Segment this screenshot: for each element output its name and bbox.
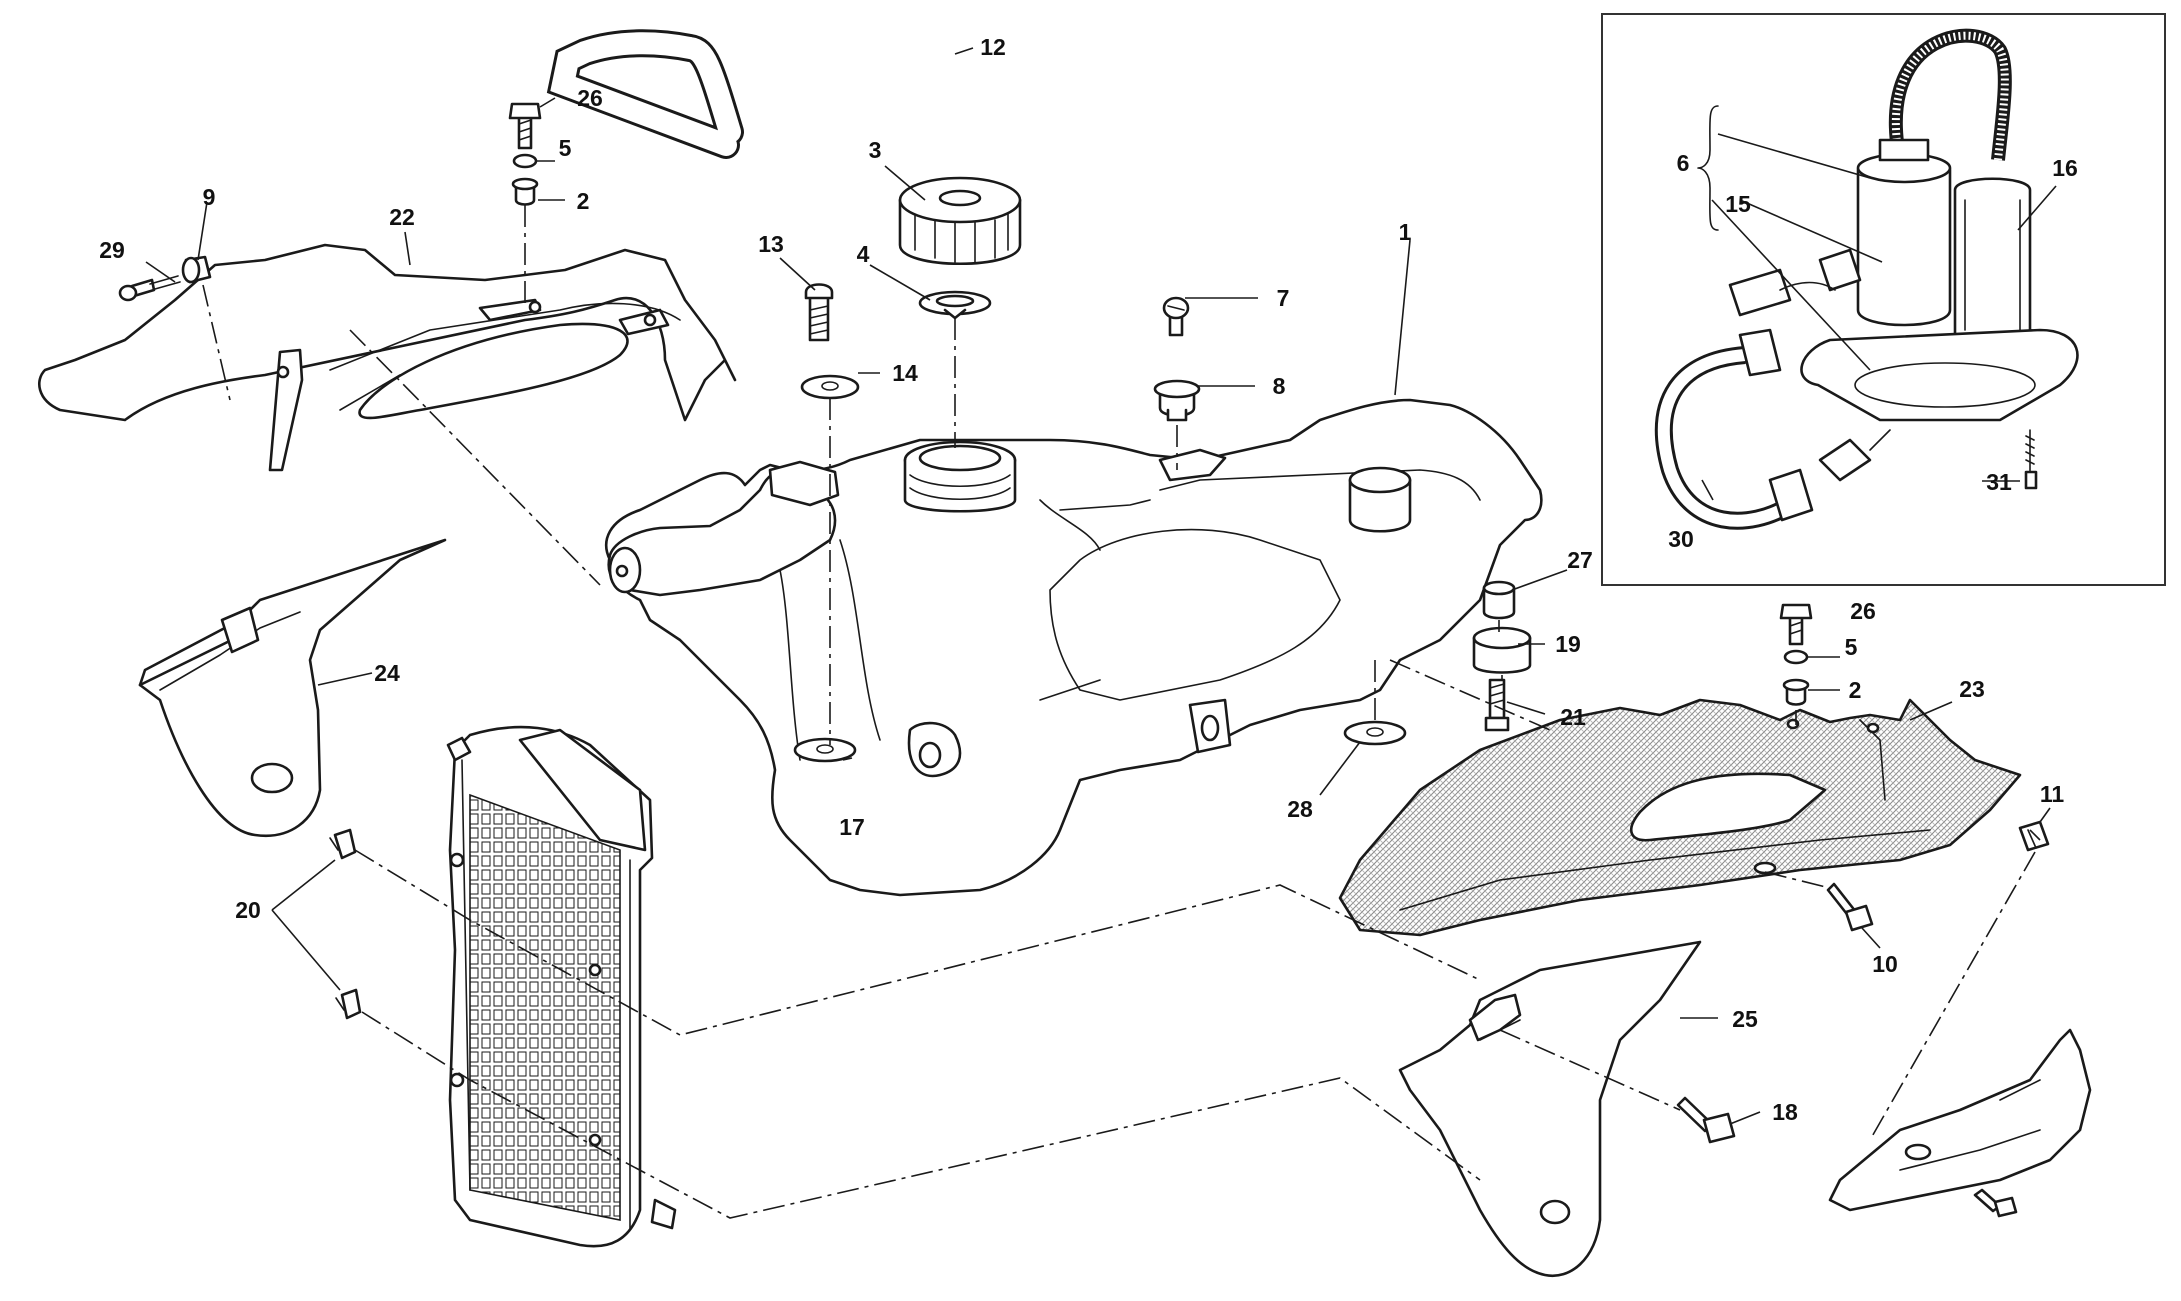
left-side-panel [37,243,737,472]
bolt-21 [1484,678,1510,732]
right-side-panel [1338,698,2022,937]
callout-16: 16 [2052,155,2078,181]
callout-3: 3 [869,137,882,163]
fuel-tank [604,398,1543,897]
bolt-18 [1676,1096,1736,1144]
callout-15: 15 [1725,191,1751,217]
fuel-pump-inset [1601,13,2166,586]
bolt-10 [1826,882,1874,932]
radiator-clips [271,828,362,1020]
callout-8: 8 [1273,373,1286,399]
callout-21: 21 [1560,704,1586,730]
spacer-27 [1482,580,1516,620]
callout-5: 5 [1845,634,1858,660]
callout-23: 23 [1959,676,1985,702]
callout-11: 11 [2040,781,2065,807]
screw-29 [118,275,181,302]
callout-29: 29 [99,237,125,263]
washer-28 [1343,720,1407,746]
callout-22: 22 [389,204,415,230]
callout-6: 6 [1677,150,1690,176]
fuel-cap [898,176,1022,266]
callout-1: 1 [1399,219,1412,245]
callout-28: 28 [1287,796,1313,822]
alignment-lines [202,205,2041,1219]
screw-26-left [508,102,542,206]
tank-screw-7 [1162,296,1190,337]
callout-24: 24 [374,660,400,686]
clip-11 [2018,820,2050,852]
callout-10: 10 [1872,951,1898,977]
callout-30: 30 [1668,526,1694,552]
callout-25: 25 [1732,1006,1758,1032]
callout-18: 18 [1772,1099,1798,1125]
leader-lines [145,47,2051,1125]
panel-detail-partial [1828,1028,2092,1218]
grommet-8 [1153,379,1201,422]
screw-26-right [1779,603,1813,706]
callout-20: 20 [235,897,261,923]
radiator [446,725,677,1248]
callout-2: 2 [1849,677,1862,703]
callout-9: 9 [203,184,216,210]
callout-2: 2 [577,188,590,214]
left-lower-cover [138,538,447,838]
vent-hose [546,29,744,159]
callout-14: 14 [892,360,918,386]
callout-7: 7 [1277,285,1290,311]
callout-17: 17 [839,814,865,840]
callout-27: 27 [1567,547,1593,573]
callout-26: 26 [1850,598,1876,624]
callout-4: 4 [857,241,870,267]
callout-labels: 1 2 2 3 4 5 5 6 7 8 9 10 11 12 13 14 15 … [99,34,2078,1125]
cap-gasket [918,290,992,320]
callout-5: 5 [559,135,572,161]
right-lower-cover [1398,940,1702,1278]
callout-31: 31 [1986,469,2012,495]
callout-19: 19 [1555,631,1581,657]
callout-13: 13 [758,231,784,257]
callout-12: 12 [980,34,1006,60]
rubber-mount-19 [1472,626,1532,674]
callout-26: 26 [577,85,603,111]
spacer-9 [181,255,212,284]
